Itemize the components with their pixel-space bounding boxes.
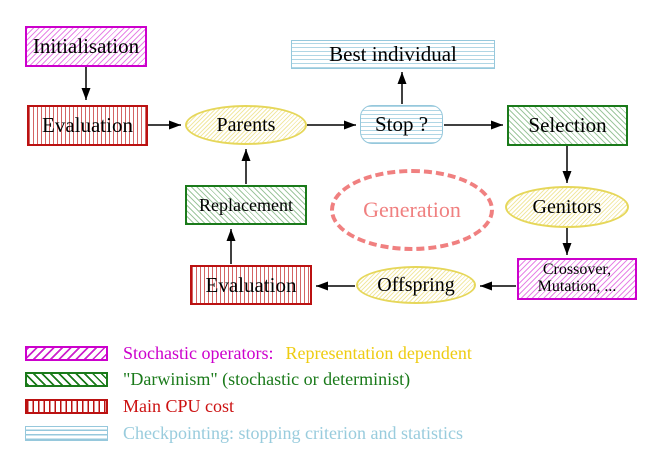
node-parents: Parents bbox=[185, 105, 307, 145]
legend-swatch-green-hatch bbox=[25, 371, 108, 387]
legend-row-darwinism: "Darwinism" (stochastic or determinist) bbox=[25, 368, 411, 389]
legend-swatch-magenta-hatch bbox=[25, 345, 108, 361]
legend-row-checkpointing: Checkpointing: stopping criterion and st… bbox=[25, 422, 463, 443]
crossover-line2: Mutation, ... bbox=[537, 278, 617, 295]
node-evaluation-bottom: Evaluation bbox=[190, 265, 312, 305]
legend-label-stochastic-operators: Stochastic operators: bbox=[123, 342, 274, 363]
legend-row-stochastic-operators: Stochastic operators: Representation dep… bbox=[25, 342, 472, 363]
node-best-individual: Best individual bbox=[291, 40, 495, 69]
node-stop: Stop ? bbox=[360, 105, 443, 144]
legend-label-representation-dependent: Representation dependent bbox=[285, 342, 472, 363]
legend-swatch-red-stripes bbox=[25, 398, 108, 414]
node-replacement: Replacement bbox=[185, 185, 307, 225]
node-initialisation: Initialisation bbox=[25, 26, 147, 67]
legend-label-main-cpu-cost: Main CPU cost bbox=[123, 395, 235, 416]
node-selection: Selection bbox=[507, 105, 628, 146]
legend-swatch-cyan-stripes bbox=[25, 425, 108, 441]
node-crossover-mutation: Crossover, Mutation, ... bbox=[517, 258, 637, 300]
node-offspring: Offspring bbox=[356, 266, 476, 304]
legend-label-checkpointing: Checkpointing: stopping criterion and st… bbox=[123, 422, 463, 443]
generation-cycle-ellipse: Generation bbox=[330, 169, 494, 251]
crossover-line1: Crossover, bbox=[542, 261, 612, 279]
node-evaluation-top: Evaluation bbox=[27, 105, 148, 146]
legend-label-darwinism: "Darwinism" (stochastic or determinist) bbox=[123, 368, 411, 389]
legend-row-main-cpu-cost: Main CPU cost bbox=[25, 395, 235, 416]
node-genitors: Genitors bbox=[505, 186, 629, 228]
